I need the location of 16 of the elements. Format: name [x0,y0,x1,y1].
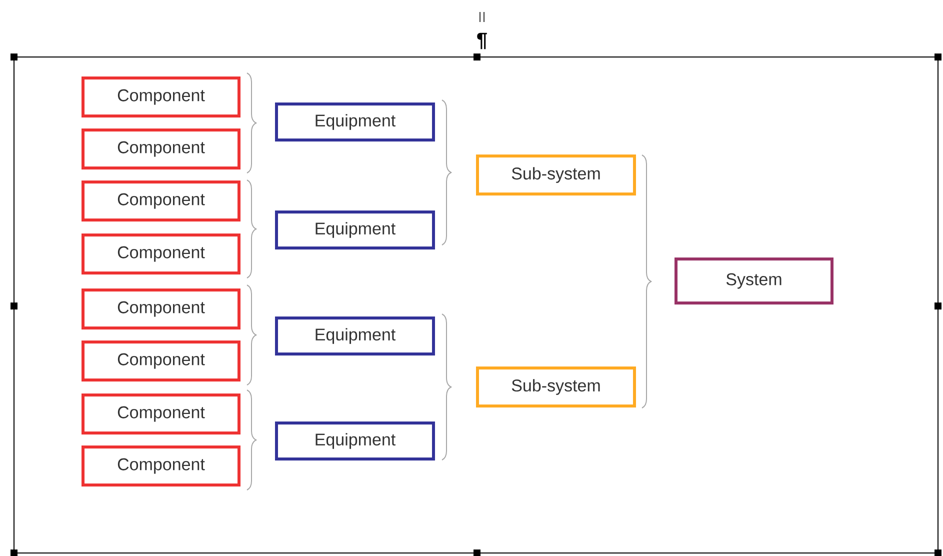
equipment-box: Equipment [275,316,435,356]
system-box: System [674,258,834,304]
equipment-box: Equipment [275,102,435,142]
component-box: Component [82,234,240,274]
component-box: Component [82,128,240,170]
equipment-box: Equipment [275,422,435,460]
subsystem-box: Sub-system [476,366,636,408]
component-box: Component [82,394,240,434]
component-box: Component [82,446,240,486]
component-box: Component [82,340,240,382]
component-box: Component [82,180,240,222]
subsystem-box: Sub-system [476,154,636,196]
component-box: Component [82,288,240,330]
equipment-box: Equipment [275,210,435,250]
component-box: Component [82,76,240,118]
paragraph-mark: ¶ [477,32,487,50]
